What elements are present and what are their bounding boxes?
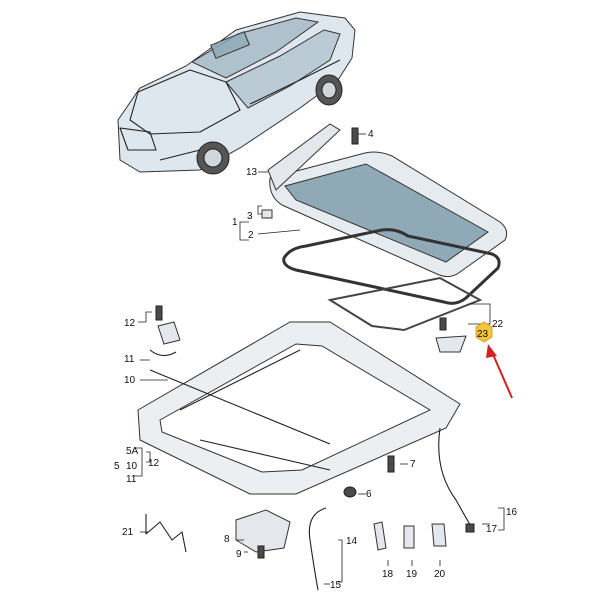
bracket-23 — [435, 335, 467, 353]
callout-4: 4 — [368, 129, 374, 140]
callout-8: 8 — [224, 534, 230, 545]
part-20 — [431, 523, 447, 547]
callout-2: 2 — [248, 230, 254, 241]
callout-17: 17 — [486, 524, 498, 535]
callout-13: 13 — [246, 167, 258, 178]
callout-14: 14 — [346, 536, 358, 547]
sunroof-frame — [137, 321, 461, 495]
clip-3 — [261, 209, 273, 219]
bracket-12 — [157, 321, 181, 345]
callout-19: 19 — [406, 569, 418, 580]
nut-6 — [343, 486, 357, 498]
callout-11a: 11 — [124, 354, 135, 365]
callout-22: 22 — [492, 319, 504, 330]
highlight-marker-23 — [475, 321, 493, 343]
callout-5: 5 — [114, 461, 120, 472]
callout-7: 7 — [410, 459, 416, 470]
callout-12a: 12 — [124, 318, 136, 329]
callout-1: 1 — [232, 217, 238, 228]
callout-3: 3 — [247, 211, 253, 222]
clip-17 — [465, 523, 475, 533]
drain-hose-14 — [308, 507, 327, 591]
callout-21: 21 — [122, 527, 134, 538]
screw-12 — [155, 305, 163, 321]
glass-frame-ring — [327, 276, 483, 332]
part-18 — [373, 521, 387, 551]
callout-9: 9 — [236, 549, 242, 560]
callout-11b: 11 — [126, 474, 137, 485]
wind-deflector — [267, 123, 341, 191]
leader-lines — [134, 133, 505, 585]
drain-hose-16 — [438, 427, 473, 529]
glass-panel — [269, 151, 508, 278]
callout-6: 6 — [366, 489, 372, 500]
screw-4 — [351, 127, 359, 145]
callout-18: 18 — [382, 569, 394, 580]
callout-23: 23 — [477, 329, 489, 340]
callout-16: 16 — [506, 507, 518, 518]
callout-10b: 10 — [126, 461, 138, 472]
callout-5a: 5A — [126, 446, 139, 457]
callout-12b: 12 — [148, 458, 160, 469]
callout-15: 15 — [330, 580, 342, 591]
callout-10a: 10 — [124, 375, 136, 386]
small-parts — [145, 123, 475, 591]
callout-20: 20 — [434, 569, 446, 580]
glass-seal — [282, 228, 501, 305]
part-19 — [403, 525, 415, 549]
cable-21 — [145, 514, 187, 553]
bolt-7 — [387, 455, 395, 473]
screw-9 — [257, 545, 265, 559]
callout-labels: 1 2 3 4 13 12 11 10 5A 5 10 12 11 22 23 … — [114, 129, 518, 591]
screw-23 — [439, 317, 447, 331]
car-illustration — [117, 11, 356, 175]
red-arrow — [486, 344, 513, 399]
